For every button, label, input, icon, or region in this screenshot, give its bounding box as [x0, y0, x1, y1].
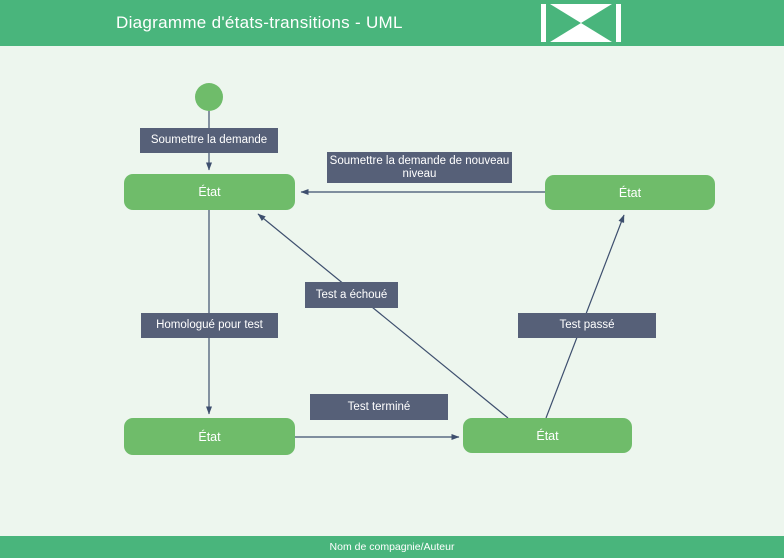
state-box-top-left[interactable]: État — [124, 174, 295, 210]
footer-bar: Nom de compagnie/Auteur — [0, 536, 784, 558]
state-box-bottom-right[interactable]: État — [463, 418, 632, 453]
transition-label-test-a-echoue[interactable]: Test a échoué — [305, 282, 398, 308]
state-label: État — [536, 428, 559, 443]
title-banner: Diagramme d'états-transitions - UML — [0, 0, 784, 46]
state-label: État — [198, 429, 221, 444]
transition-label-text: Test a échoué — [315, 288, 388, 301]
state-label: État — [198, 185, 221, 199]
transition-label-test-passe[interactable]: Test passé — [518, 313, 656, 338]
logo-triangle-up — [550, 23, 612, 42]
transition-label-test-termine[interactable]: Test terminé — [310, 394, 448, 420]
transition-label-soumettre-la-demande[interactable]: Soumettre la demande — [140, 128, 278, 153]
logo-triangle-down — [550, 4, 612, 23]
transition-label-homologue-pour-test[interactable]: Homologué pour test — [141, 313, 278, 338]
transition-label-soumettre-nouveau-niveau[interactable]: Soumettre la demande de nouveau niveau — [327, 152, 512, 183]
transition-label-text: Test terminé — [347, 400, 411, 413]
logo-right-bar — [616, 4, 621, 42]
transition-label-text: Soumettre la demande de nouveau niveau — [329, 154, 510, 180]
state-box-bottom-left[interactable]: État — [124, 418, 295, 455]
initial-state-node[interactable] — [195, 83, 223, 111]
page-title: Diagramme d'états-transitions - UML — [116, 13, 403, 32]
logo-hourglass-shape — [550, 4, 612, 42]
state-box-top-right[interactable]: État — [545, 175, 715, 210]
transition-label-text: Soumettre la demande — [150, 134, 268, 146]
transition-line-test-a-echoue[interactable] — [257, 213, 509, 419]
transition-label-text: Test passé — [559, 319, 615, 331]
logo-left-bar — [541, 4, 546, 42]
hourglass-logo-icon — [541, 4, 621, 42]
company-author-text: Nom de compagnie/Auteur — [329, 541, 455, 553]
state-label: État — [618, 185, 642, 200]
transition-label-text: Homologué pour test — [156, 319, 263, 331]
